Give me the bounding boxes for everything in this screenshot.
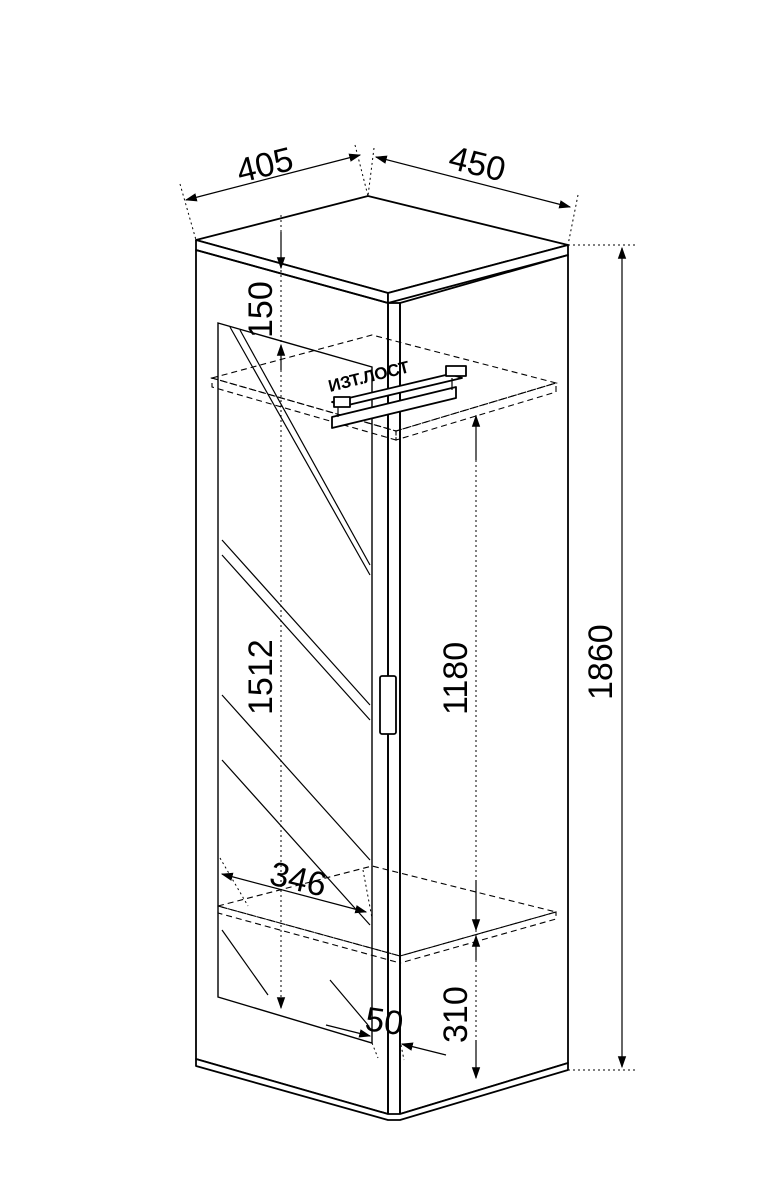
hanging-rail: ИЗТ.ЛОСТ xyxy=(326,357,467,429)
bottom-board xyxy=(195,1058,569,1121)
dimension-mirror-width-label: 346 xyxy=(266,855,330,905)
dimension-mirror-height: 1512 xyxy=(242,639,286,1010)
dimension-mirror-offset-label: 50 xyxy=(363,1000,406,1043)
dimension-rail-height-label: 1180 xyxy=(437,642,475,715)
dimension-total-height-label: 1860 xyxy=(582,624,620,700)
mirror xyxy=(217,322,373,1044)
dimension-total-height: 1860 xyxy=(568,244,636,1071)
cabinet-body xyxy=(195,195,569,1121)
dimension-top-clearance-label: 150 xyxy=(242,281,280,338)
dimension-mirror-height-label: 1512 xyxy=(242,639,280,715)
top-board-face xyxy=(195,195,569,294)
dimension-mirror-offset: 50 xyxy=(325,1000,447,1061)
lower-shelf xyxy=(215,865,559,964)
dimension-shelf-height-label: 310 xyxy=(437,986,475,1043)
dimension-mirror-width: 346 xyxy=(219,855,373,919)
dimension-top-clearance: 150 xyxy=(242,215,286,1005)
upper-shelf xyxy=(209,334,559,441)
door-handle xyxy=(379,675,397,735)
dimension-rail-height: 1180 xyxy=(437,414,481,1080)
dimension-width-label: 450 xyxy=(445,139,509,190)
dimension-depth-label: 405 xyxy=(233,140,297,191)
dimension-shelf-height: 310 xyxy=(437,934,481,1080)
